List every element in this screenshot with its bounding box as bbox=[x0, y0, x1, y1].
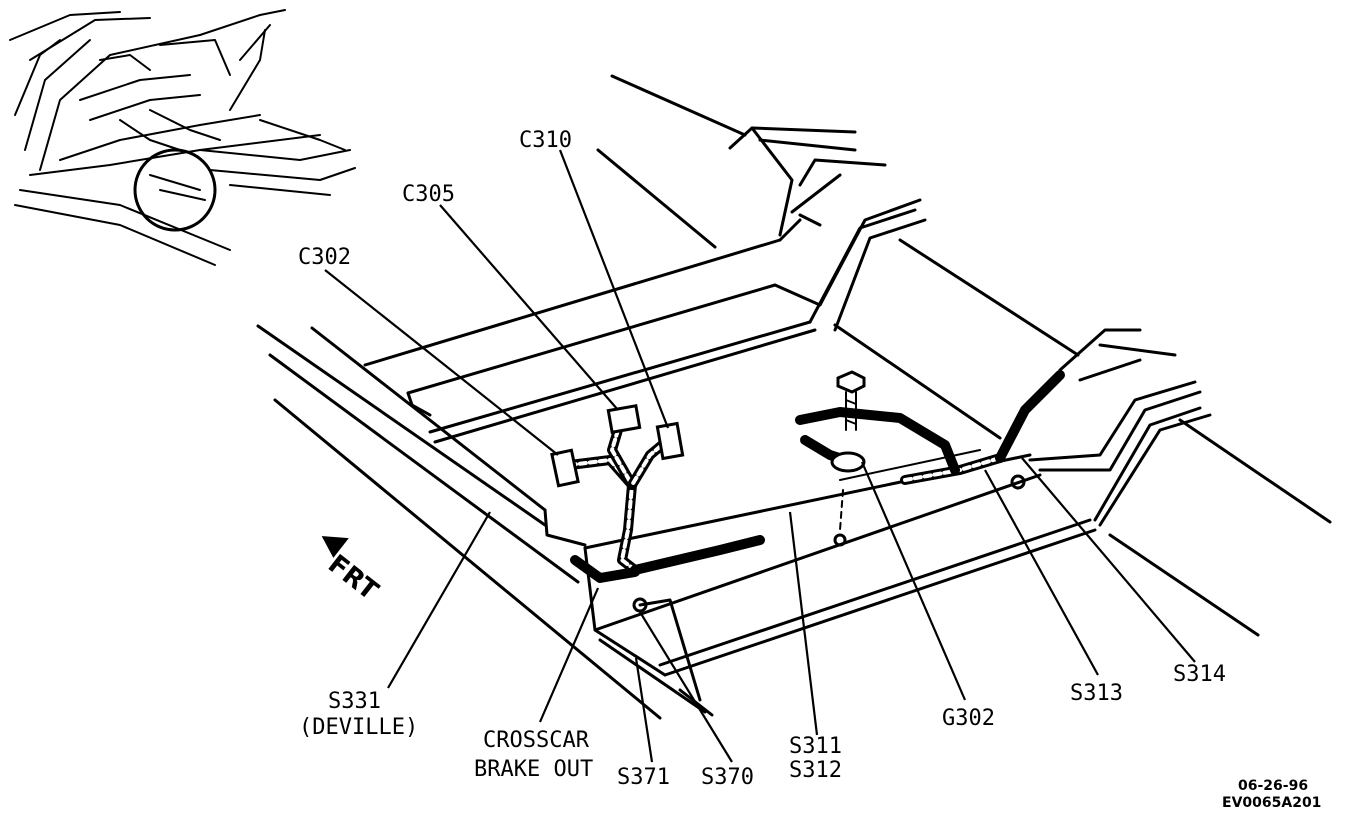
label-s371: S371 bbox=[617, 765, 670, 790]
connector-c310 bbox=[655, 421, 685, 461]
frt-label: FRT bbox=[322, 549, 384, 606]
label-crosscar: CROSSCAR bbox=[483, 728, 590, 753]
label-s331-note: (DEVILLE) bbox=[299, 715, 418, 740]
label-c302: C302 bbox=[298, 245, 351, 270]
label-c305: C305 bbox=[402, 182, 455, 207]
stamp-code: EV0065A201 bbox=[1222, 795, 1321, 811]
label-g302: G302 bbox=[942, 706, 995, 731]
figure-stamp: 06-26-96 EV0065A201 bbox=[1222, 778, 1321, 811]
direction-indicator: FRT bbox=[321, 536, 384, 607]
leader-lines bbox=[324, 149, 1196, 763]
wiring-harness bbox=[550, 370, 1065, 583]
label-s370: S370 bbox=[701, 765, 754, 790]
labels: C310 C305 C302 S331 (DEVILLE) CROSSCAR B… bbox=[298, 128, 1226, 790]
bolt-icon bbox=[830, 370, 866, 531]
label-c310: C310 bbox=[519, 128, 572, 153]
stamp-date: 06-26-96 bbox=[1238, 778, 1308, 794]
connector-c305 bbox=[606, 403, 642, 435]
label-s313: S313 bbox=[1070, 681, 1123, 706]
arrow-icon bbox=[321, 536, 349, 558]
connector-c302 bbox=[550, 448, 580, 488]
floor-pan bbox=[256, 74, 1332, 720]
label-s311: S311 bbox=[789, 734, 842, 759]
label-s312: S312 bbox=[789, 758, 842, 783]
label-s314: S314 bbox=[1173, 662, 1226, 687]
locator-inset bbox=[9, 9, 356, 266]
label-s331: S331 bbox=[328, 689, 381, 714]
label-brake-out: BRAKE OUT bbox=[474, 757, 593, 782]
